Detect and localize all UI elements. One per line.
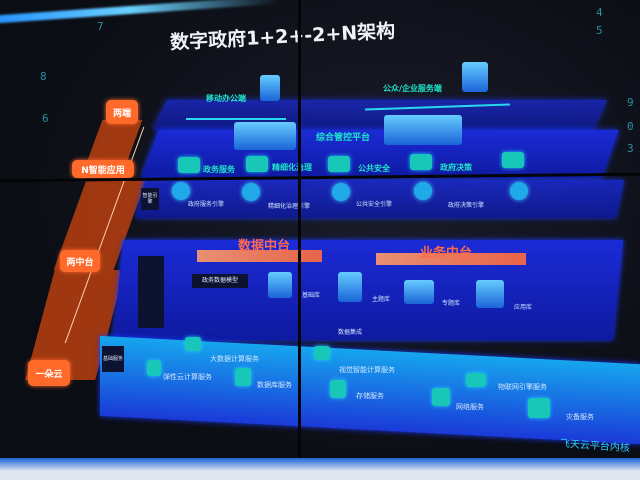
engine-label: 政府决策引擎 — [448, 202, 485, 209]
stack-label: 两端 — [112, 108, 131, 119]
service-label: 存储服务 — [356, 392, 384, 400]
engine-node — [510, 182, 528, 200]
data-platform-title: 数据中台 — [238, 239, 291, 254]
library-label: 主题库 — [372, 296, 391, 303]
governance-icon — [246, 156, 268, 172]
business-platform-bar — [376, 253, 526, 265]
decision-icon — [410, 154, 432, 170]
app-label: 公共安全 — [358, 164, 390, 173]
service-icon — [466, 373, 486, 387]
service-label: 物联网引擎服务 — [498, 383, 547, 391]
stack-item-two-ends[interactable]: 两端 — [106, 100, 138, 124]
cloud-side-label: 基础服务 — [102, 346, 124, 372]
floor-edge — [0, 458, 640, 480]
library-label: 基础库 — [302, 292, 321, 299]
business-platform-title: 业务中台 — [420, 246, 473, 261]
app-label: 政府决策 — [440, 163, 472, 172]
service-label: 网络服务 — [456, 403, 484, 411]
engine-node — [414, 182, 432, 200]
engine-label: 公共安全引擎 — [356, 201, 393, 208]
stack-item-two-platforms[interactable]: 两中台 — [60, 250, 100, 272]
service-icon — [185, 337, 201, 351]
platform-side-panel — [138, 256, 164, 328]
service-icon — [235, 368, 251, 386]
public-service-label: 公众/企业服务端 — [383, 84, 442, 93]
bg-digit: 0 — [627, 120, 634, 133]
stack-label: 两中台 — [66, 257, 94, 268]
data-platform-bar — [197, 250, 322, 262]
mobile-office-icon — [260, 75, 280, 101]
service-label: 弹性云计算服务 — [163, 373, 212, 381]
service-icon — [432, 388, 450, 406]
service-icon — [147, 360, 161, 376]
stack-item-n-apps[interactable]: N智能应用 — [72, 160, 134, 178]
bg-digit: 4 — [596, 6, 603, 19]
terminal-line — [186, 118, 286, 120]
service-icon — [314, 346, 330, 360]
security-icon — [328, 156, 350, 172]
service-icon — [330, 380, 346, 398]
bg-digit: 9 — [627, 96, 634, 109]
more-icon — [502, 152, 524, 168]
service-icon — [528, 398, 550, 418]
engine-node — [332, 183, 350, 201]
service-label: 数据库服务 — [257, 381, 292, 389]
engine-node — [172, 182, 190, 200]
bg-digit: 3 — [627, 142, 634, 155]
bg-digit: 8 — [40, 70, 47, 83]
stack-label: 一朵云 — [35, 369, 63, 380]
bg-digit: 5 — [596, 24, 603, 37]
bg-digit: 6 — [42, 112, 49, 125]
integration-label: 数据集成 — [338, 329, 363, 336]
app-db-icon — [476, 280, 504, 308]
public-service-icon — [462, 62, 488, 92]
screen-bezel — [298, 0, 301, 480]
stack-item-one-cloud[interactable]: 一朵云 — [28, 360, 70, 386]
control-platform-label: 综合管控平台 — [316, 133, 371, 143]
app-label: 政务服务 — [203, 165, 235, 174]
stack-label: N智能应用 — [81, 165, 125, 176]
gov-service-icon — [178, 157, 200, 173]
data-model-label: 政务数据模型 — [192, 274, 248, 288]
terminal-layer — [153, 100, 607, 130]
chart-panel — [384, 115, 462, 145]
service-label: 视觉智能计算服务 — [339, 366, 395, 374]
engine-node — [242, 183, 260, 201]
bg-digit: 7 — [97, 20, 104, 33]
service-label: 大数据计算服务 — [210, 355, 259, 363]
service-label: 灾备服务 — [566, 413, 594, 421]
engine-label: 政府服务引擎 — [188, 201, 225, 208]
base-db-icon — [268, 272, 292, 298]
library-label: 专题库 — [442, 300, 461, 307]
library-label: 应用库 — [514, 304, 533, 311]
engine-side-label: 智能引擎 — [141, 188, 159, 210]
app-label: 精细化治理 — [272, 163, 312, 172]
topic-db-icon — [338, 272, 362, 302]
platform-layer — [112, 240, 624, 340]
dashboard-panel — [234, 122, 296, 150]
subject-db-icon — [404, 280, 434, 304]
mobile-office-label: 移动办公端 — [206, 94, 246, 103]
engine-label: 精细化治理引擎 — [268, 203, 311, 210]
